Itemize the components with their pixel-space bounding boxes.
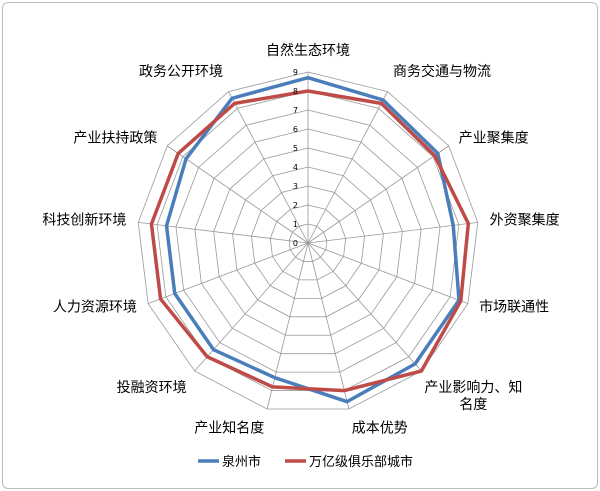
- tick-label-2: 2: [293, 201, 298, 210]
- axis-label-7: 产业知名度: [194, 420, 264, 437]
- axis-label-10: 科技创新环境: [42, 212, 126, 228]
- grid-ring-1: [288, 223, 328, 262]
- grid-spoke-6: [307, 242, 350, 410]
- grid-ring-2: [269, 204, 347, 281]
- tick-label-3: 3: [293, 182, 298, 191]
- grid-spoke-11: [167, 145, 309, 244]
- axis-label-2: 产业聚集度: [459, 130, 529, 147]
- grid-ring-5: [213, 147, 403, 336]
- grid-spoke-12: [228, 91, 309, 244]
- legend: 泉州市 万亿级俱乐部城市: [198, 454, 413, 470]
- grid-ring-6: [194, 128, 422, 355]
- axis-label-12: 政务公开环境: [139, 64, 223, 80]
- axis-label-11: 产业扶持政策: [73, 130, 157, 147]
- grid-spoke-7: [266, 242, 309, 410]
- tick-label-0: 0: [293, 239, 298, 248]
- axis-label-4: 市场联通性: [479, 298, 549, 315]
- grid-spoke-1: [307, 91, 388, 244]
- axis-label-1: 商务交通与物流: [393, 63, 491, 80]
- grid-spoke-5: [307, 242, 422, 372]
- grid-spoke-2: [307, 145, 449, 244]
- tick-label-8: 8: [293, 87, 298, 96]
- grid-ring-7: [175, 109, 441, 373]
- tick-label-7: 7: [293, 106, 298, 115]
- radial-ticks: 0 1 2 3 4 5 6 7 8 9: [293, 68, 298, 248]
- grid-spoke-3: [307, 221, 478, 244]
- grid-ring-3: [251, 185, 365, 299]
- axis-label-0: 自然生态环境: [266, 42, 350, 59]
- grid-spoke-8: [194, 242, 309, 372]
- series-line-1: [149, 89, 471, 393]
- tick-label-6: 6: [293, 125, 298, 134]
- grid-ring-4: [232, 166, 384, 318]
- axis-label-8: 投融资环境: [117, 380, 187, 396]
- axis-label-6: 成本优势: [352, 421, 408, 437]
- axis-labels: 自然生态环境商务交通与物流产业聚集度外资聚集度市场联通性产业影响力、知名度成本优…: [42, 42, 559, 437]
- grid-ring-9: [137, 71, 479, 410]
- radar-grid: [137, 71, 479, 410]
- legend-label-series-1: 万亿级俱乐部城市: [309, 454, 413, 470]
- axis-label-9: 人力资源环境: [53, 299, 137, 315]
- radar-series: [149, 75, 471, 404]
- grid-ring-8: [156, 90, 460, 391]
- grid-spoke-4: [307, 242, 469, 305]
- legend-label-series-0: 泉州市: [222, 454, 261, 470]
- axis-label-3: 外资聚集度: [490, 211, 560, 228]
- tick-label-9: 9: [293, 68, 298, 77]
- tick-label-1: 1: [293, 220, 298, 229]
- tick-label-4: 4: [293, 163, 298, 172]
- tick-label-5: 5: [293, 144, 298, 153]
- axis-label-5: 产业影响力、知名度: [424, 379, 522, 413]
